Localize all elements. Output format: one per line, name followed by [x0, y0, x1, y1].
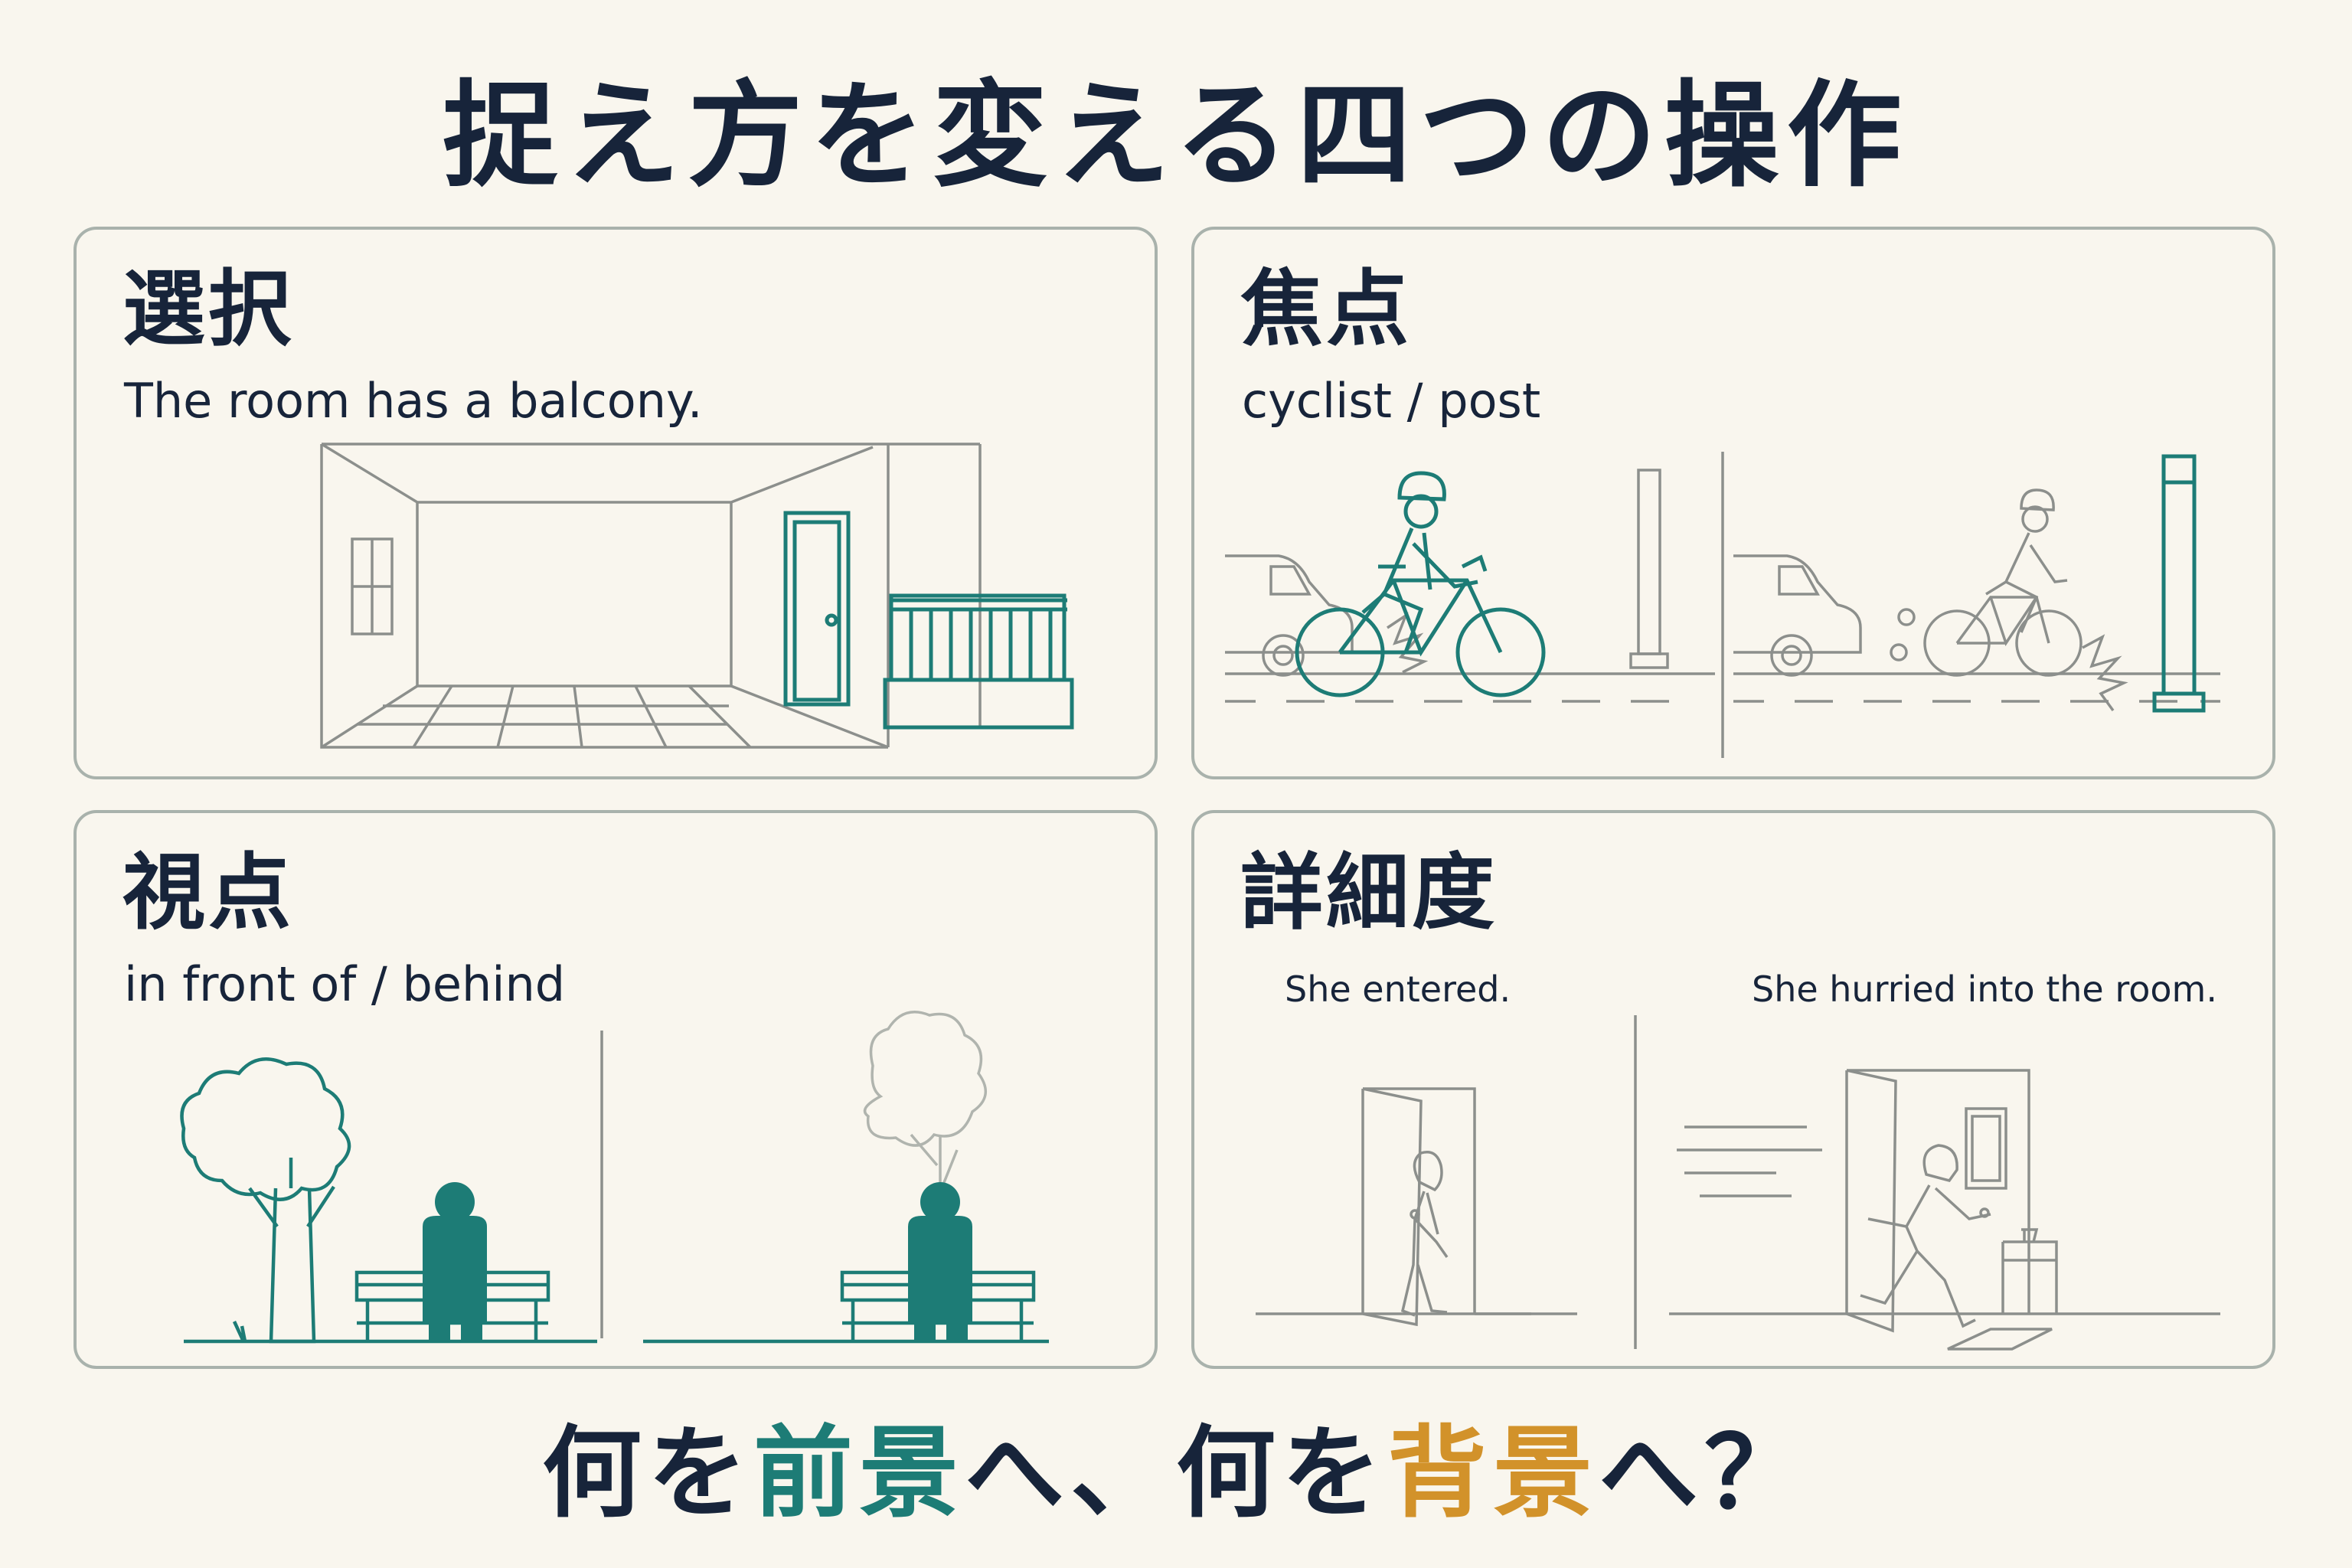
- foreground-highlight: 前景: [753, 1415, 965, 1531]
- tree-and-bench-illustration: [180, 1011, 1049, 1344]
- question-part-3: へ？: [1599, 1415, 1811, 1531]
- closing-question: 何を前景へ、何を背景へ？: [0, 1404, 2352, 1542]
- page-title: 捉え方を変える四つの操作: [443, 70, 1909, 203]
- panel-title: 選択: [122, 262, 295, 358]
- background-highlight: 背景: [1387, 1415, 1599, 1531]
- panel-subtitle: in front of / behind: [124, 956, 566, 1012]
- panel-focus: 焦点 cyclist / post: [1191, 227, 2275, 779]
- question-part-2: へ、何を: [964, 1415, 1387, 1531]
- panel-title: 焦点: [1240, 262, 1413, 358]
- caption-detailed: She hurried into the room.: [1752, 969, 2217, 1010]
- panel-detail: 詳細度 She entered. She hurried into the ro…: [1191, 810, 2275, 1369]
- panel-title: 詳細度: [1240, 845, 1498, 941]
- room-with-balcony-illustration: [320, 443, 1074, 749]
- panel-selection: 選択 The room has a balcony.: [74, 227, 1158, 779]
- entering-room-illustration: [1256, 1015, 2220, 1351]
- panel-subtitle: cyclist / post: [1242, 373, 1541, 429]
- panel-title: 視点: [122, 845, 295, 941]
- panel-viewpoint: 視点 in front of / behind: [74, 810, 1158, 1369]
- question-part-1: 何を: [541, 1415, 753, 1531]
- panel-subtitle: The room has a balcony.: [124, 373, 703, 429]
- cyclist-and-post-illustration: [1225, 452, 2220, 758]
- caption-simple: She entered.: [1285, 969, 1511, 1010]
